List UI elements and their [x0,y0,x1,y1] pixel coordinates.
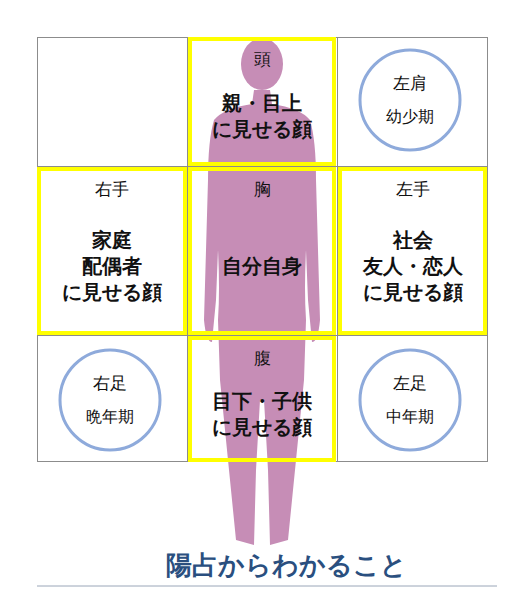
region-meaning: 目下・子供 に見せる顔 [211,388,314,440]
circle-outline [358,348,462,452]
text-area: 自分自身 [222,200,302,331]
text-area: 社会 友人・恋人 に見せる顔 [361,200,464,331]
life-stage-label: 中年期 [386,407,434,427]
woman-head [241,38,283,90]
circle-shape [60,350,160,450]
text-area: 家庭 配偶者 に見せる顔 [61,200,164,331]
grid-lines [38,38,488,462]
region-meaning: 社会 友人・恋人 に見せる顔 [361,227,464,305]
circle-shape [360,50,460,150]
life-stage-label: 晩年期 [86,407,134,427]
circle-outline [358,48,462,152]
woman-silhouette [204,90,320,545]
region-meaning: 自分自身 [222,253,302,279]
life-stage-label: 幼少期 [386,107,434,127]
body-part-label: 左手 [396,179,430,200]
body-part-label: 右足 [93,373,127,394]
body-region-box: 胸自分自身 [188,167,336,335]
body-part-label: 腹 [254,348,271,369]
circle-shape [360,350,460,450]
region-meaning: 親・目上 に見せる顔 [211,90,314,142]
body-part-label: 右手 [95,179,129,200]
life-stage-circle: 右足晩年期 [58,348,162,452]
body-region-box: 右手家庭 配偶者 に見せる顔 [37,167,187,335]
body-region-box: 腹目下・子供 に見せる顔 [188,336,336,462]
region-meaning: 家庭 配偶者 に見せる顔 [61,227,164,305]
body-part-label: 左肩 [393,73,427,94]
body-region-box: 左手社会 友人・恋人 に見せる顔 [338,167,487,335]
text-area: 目下・子供 に見せる顔 [211,369,314,458]
diagram-title: 陽占からわかること [0,548,523,583]
life-stage-circle: 左足中年期 [358,348,462,452]
circle-outline [58,348,162,452]
life-stage-circle: 左肩幼少期 [358,48,462,152]
body-part-label: 左足 [393,373,427,394]
body-part-label: 頭 [254,49,271,70]
text-area: 親・目上 に見せる顔 [211,70,314,162]
body-part-label: 胸 [254,179,271,200]
body-region-box: 頭親・目上 に見せる顔 [188,37,336,166]
title-underline [37,586,497,587]
